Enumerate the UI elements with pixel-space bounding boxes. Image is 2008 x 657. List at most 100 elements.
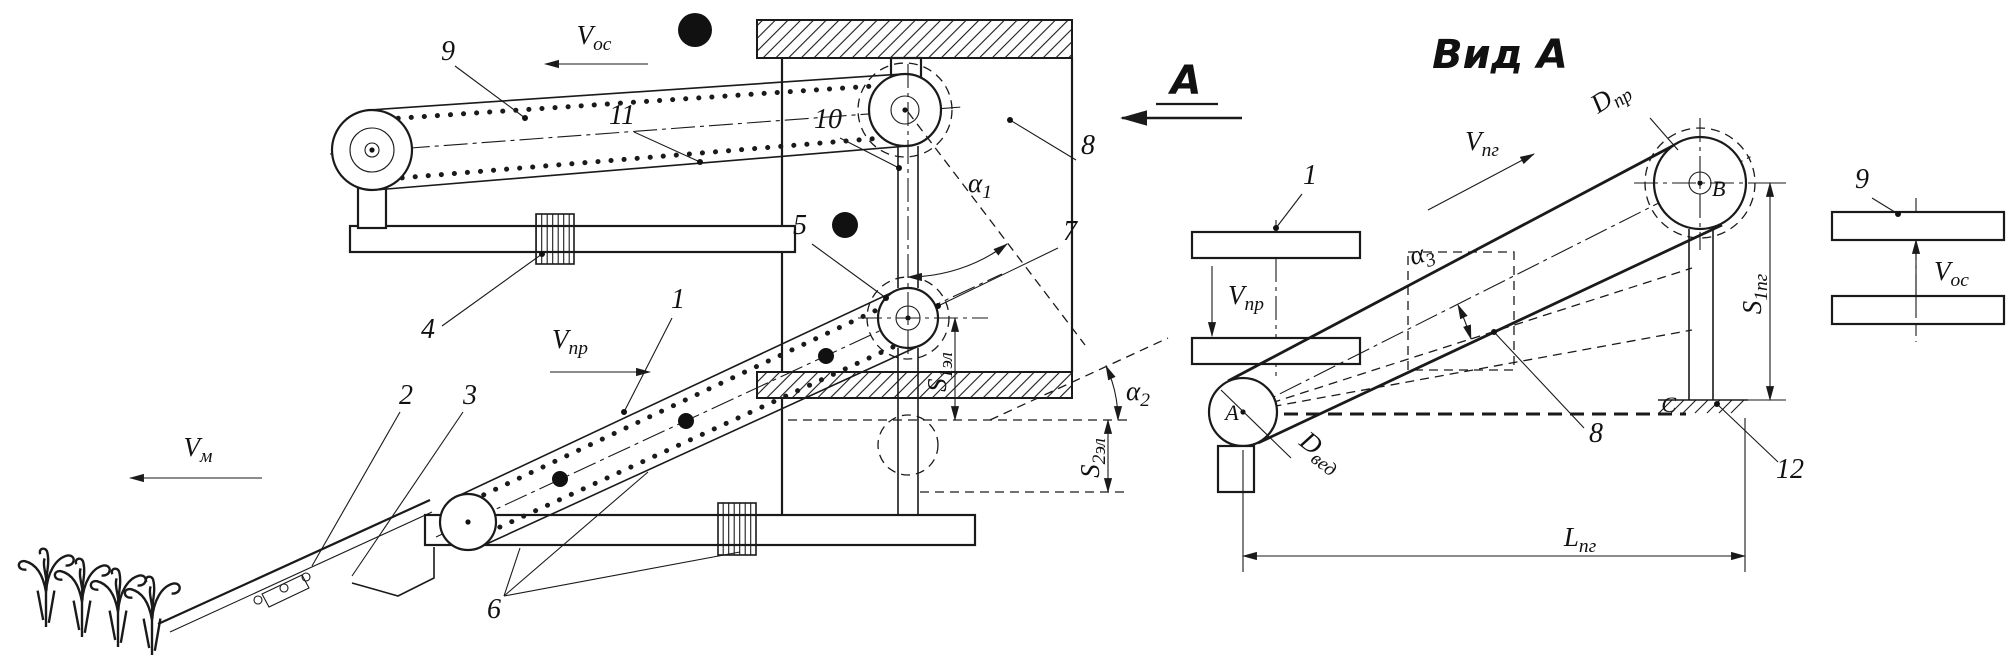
bolt: [301, 572, 311, 582]
belt-conveyor: [1207, 118, 1768, 494]
label-s1pg: S1пг: [1737, 273, 1772, 314]
beet-plant: [53, 557, 111, 639]
belt-bottom-run: [1257, 223, 1723, 445]
hidden-frame-contour: [1407, 251, 1515, 371]
label-part-5: 5: [793, 210, 807, 241]
label-part-12: 12: [1776, 454, 1804, 485]
part9-bar-bottom: [1830, 294, 2006, 326]
label-v-os-view-a: Vос: [1934, 256, 1969, 291]
beet-plants: [17, 547, 181, 657]
label-part-1: 1: [671, 284, 685, 315]
label-part-9: 9: [441, 36, 455, 67]
velocity-v-os-view-a: Vос: [1911, 238, 1969, 318]
v-pg-arrow: [1427, 153, 1535, 211]
velocity-v-pr: Vпр: [550, 324, 652, 377]
top-run-chain: [369, 81, 906, 123]
dimension-s1el: S1эл: [922, 316, 960, 422]
support-post: [1658, 229, 1748, 414]
bolt: [279, 583, 289, 593]
beet-plant: [123, 575, 181, 657]
top-support-beam: [756, 19, 1073, 59]
label-d-ved: Dвед: [1290, 424, 1349, 481]
label-view-a-arrow: А: [1168, 58, 1202, 104]
beet-plant: [17, 547, 75, 629]
beet: [678, 413, 694, 429]
label-part-8-view-a: 8: [1589, 418, 1603, 449]
label-alpha3: α3: [1406, 236, 1439, 276]
roller-block-upper: [535, 213, 575, 265]
elevator-bar-bottom: [1190, 336, 1362, 366]
angle-alpha3: α3: [1406, 236, 1472, 341]
velocity-v-pg: Vпг: [1427, 126, 1535, 211]
beet: [678, 13, 712, 47]
view-direction-arrow: А: [1120, 58, 1242, 126]
machine-frame: [348, 19, 1130, 556]
dimension-s1pg: S1пг: [1737, 181, 1786, 402]
part9-end-view: [1830, 198, 2006, 342]
point-c-label: С: [1661, 392, 1676, 417]
label-part-10: 10: [814, 104, 842, 135]
share-blade: [157, 498, 431, 626]
label-alpha1: α1: [968, 168, 992, 203]
beet: [552, 471, 568, 487]
share-bracket: [261, 574, 310, 608]
point-a-label: А: [1223, 400, 1239, 425]
label-v-os: Vос: [577, 20, 612, 55]
dimension-lpg: Lпг: [1241, 418, 1747, 572]
beet: [832, 212, 858, 238]
part9-bar-top: [1830, 210, 2006, 242]
label-lpg: Lпг: [1563, 522, 1597, 557]
elevator-bars: [1190, 220, 1362, 376]
middle-pulley: [858, 276, 988, 360]
label-v-pr-view-a: Vпр: [1228, 280, 1264, 315]
view-a: Вид А: [1190, 32, 2006, 572]
left-pulley-support: [356, 186, 388, 230]
velocity-v-pr-view-a: Vпр: [1207, 266, 1264, 338]
top-conveyor-axis: [329, 106, 963, 155]
pulley-a-support: [1216, 444, 1256, 494]
share-link: [351, 547, 435, 597]
pulley-ghost-position: [877, 414, 939, 476]
label-part-4: 4: [421, 314, 435, 345]
top-conveyor: [329, 73, 963, 191]
label-part-8: 8: [1081, 130, 1095, 161]
beets-on-conveyors: [552, 13, 858, 487]
label-alpha2: α2: [1126, 376, 1150, 411]
label-d-pr: Dпр: [1584, 73, 1637, 124]
label-part-7: 7: [1063, 216, 1078, 247]
label-s2el: S2эл: [1075, 438, 1110, 478]
head-pulley-10: [857, 62, 953, 158]
label-part-6: 6: [487, 594, 501, 625]
label-v-pg: Vпг: [1465, 126, 1499, 161]
label-part-11: 11: [609, 100, 635, 131]
top-run-edge: [368, 73, 903, 111]
bottom-run-chain: [373, 133, 909, 183]
beet-plant: [89, 567, 147, 649]
elevator-bar-top: [1190, 230, 1362, 260]
belt-top-run: [1227, 139, 1683, 383]
label-part-9-view-a: 9: [1855, 164, 1869, 195]
label-part-2: 2: [399, 380, 413, 411]
inclined-conveyor-axis: [435, 273, 1003, 538]
velocity-v-m: Vм: [128, 432, 262, 483]
roller-block-lower: [717, 502, 757, 556]
velocity-v-os: Vос: [543, 20, 648, 69]
bottom-run-edge: [374, 145, 909, 191]
inclined-conveyor: [435, 273, 1003, 548]
point-b-label: В: [1712, 176, 1725, 201]
bolt: [253, 595, 263, 605]
label-part-1-view-a: 1: [1303, 160, 1317, 191]
dimension-s2el: S2эл: [1075, 418, 1113, 494]
digging-share: [157, 498, 435, 633]
label-v-m: Vм: [184, 432, 213, 467]
main-view: 9 11 10 8 7 5 4 1 2 3 6 Vос Vпр Vм А: [17, 13, 1242, 657]
leader-lines-main: [311, 65, 1077, 597]
leader-lines-view-a: [1220, 117, 1901, 463]
angle-alpha1: α1: [906, 64, 1086, 358]
label-s1el: S1эл: [922, 352, 957, 392]
boot-pulley: [438, 492, 498, 552]
middle-support-beam: [756, 371, 1073, 399]
angle-alpha2: α2: [989, 337, 1169, 422]
